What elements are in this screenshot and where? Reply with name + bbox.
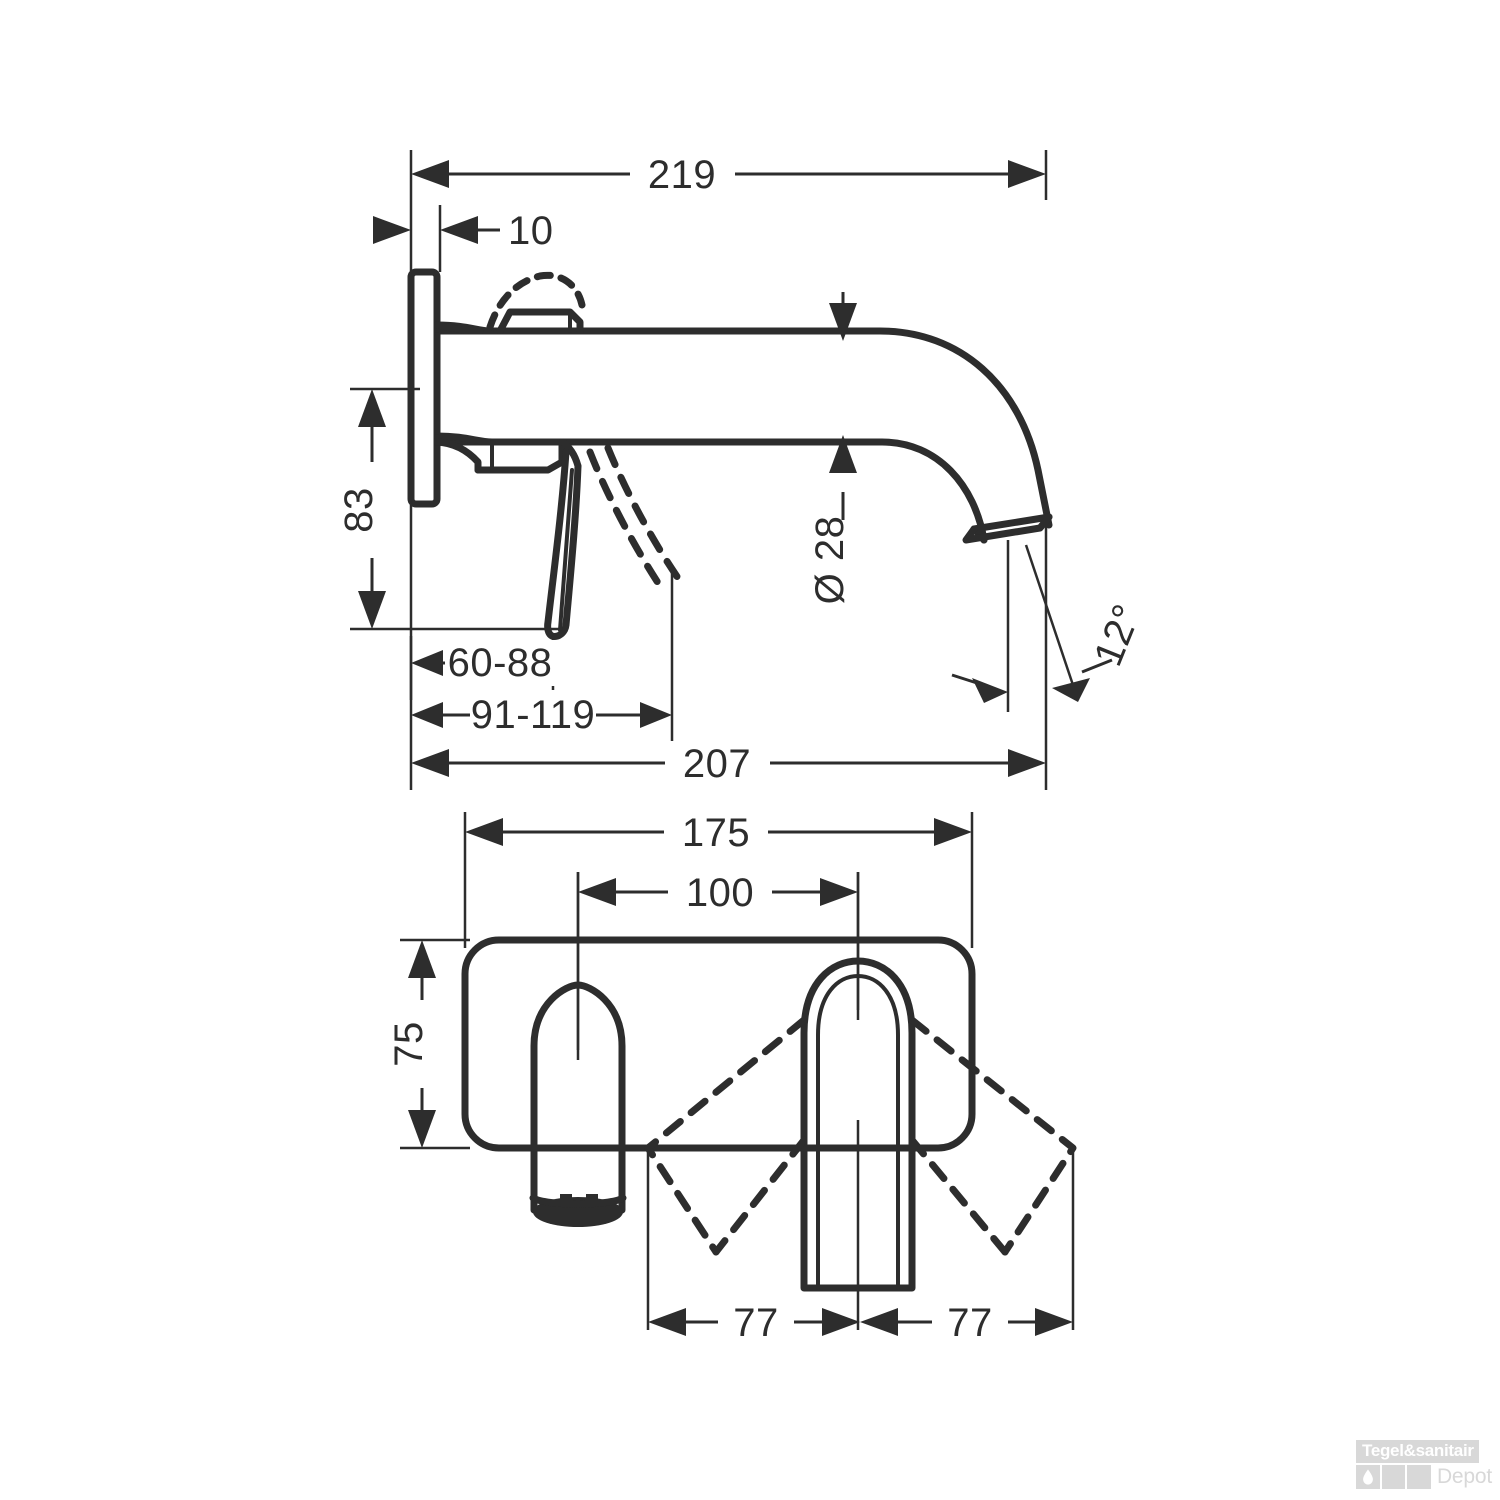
lever-raised-ghost bbox=[486, 271, 586, 331]
water-drop-icon bbox=[1362, 1469, 1373, 1485]
dimension-label-12-degrees: 12° bbox=[1086, 598, 1150, 672]
side-extension-lines bbox=[350, 150, 1048, 790]
wall-plate-side bbox=[407, 268, 441, 508]
faucet-side-geometry bbox=[407, 268, 1053, 640]
watermark-square-3 bbox=[1407, 1464, 1431, 1489]
watermark-bottom-row: Depot bbox=[1356, 1464, 1493, 1489]
handle-swivel-ghost-left-lower bbox=[712, 1136, 808, 1256]
handle-front-inner-edge bbox=[816, 974, 900, 1290]
dimension-label-10: 10 bbox=[508, 209, 554, 253]
dimension-75: 75 bbox=[387, 940, 446, 1148]
dimension-label-219: 219 bbox=[648, 153, 716, 197]
watermark-brand-line2: Depot bbox=[1436, 1464, 1493, 1488]
lever-arm-ghost-outer bbox=[586, 448, 668, 596]
spout-upper-fillet-2 bbox=[433, 321, 484, 335]
dimension-77-left: 77 bbox=[648, 1300, 860, 1345]
handle-base-curve bbox=[433, 438, 482, 474]
lever-arm-ghost-inner bbox=[604, 444, 682, 582]
spout-top-profile bbox=[433, 327, 1053, 529]
handle-front-body bbox=[800, 957, 916, 1292]
dimension-diameter-28: Ø 28 bbox=[808, 292, 857, 604]
dimension-219: 219 bbox=[411, 152, 1046, 197]
spout-outlet-rim bbox=[962, 513, 1053, 544]
watermark-square-2 bbox=[1381, 1464, 1406, 1489]
dimension-label-75: 75 bbox=[387, 1021, 431, 1067]
handle-swivel-ghost-right-lower bbox=[908, 1136, 1009, 1256]
dimension-10: 10 bbox=[373, 209, 554, 253]
dimension-label-175: 175 bbox=[682, 811, 750, 855]
lever-arm-center-edge bbox=[558, 468, 574, 632]
dimension-175: 175 bbox=[465, 810, 972, 855]
dimension-label-77-left: 77 bbox=[733, 1301, 779, 1345]
spout-aerator-lip bbox=[529, 1194, 627, 1208]
dimension-83: 83 bbox=[337, 389, 396, 629]
side-elevation-view: 219 10 83 Ø 28 bbox=[337, 150, 1150, 790]
dimension-label-100: 100 bbox=[686, 871, 754, 915]
dimension-label-91-119: 91-119 bbox=[471, 693, 596, 737]
aerator-slot-right bbox=[586, 1194, 598, 1206]
watermark-logo: Tegel&sanitair Depot bbox=[1356, 1440, 1492, 1492]
dimension-100: 100 bbox=[578, 870, 858, 915]
lever-arm-down bbox=[544, 448, 582, 640]
front-elevation-view: 175 100 75 77 bbox=[387, 810, 1077, 1345]
handle-base-fillet bbox=[433, 432, 496, 446]
dimension-label-77-right: 77 bbox=[947, 1301, 993, 1345]
spout-bottom-profile bbox=[433, 438, 988, 544]
dimension-label-83: 83 bbox=[337, 487, 381, 533]
dimension-207: 207 bbox=[411, 741, 1046, 786]
dimension-60-88: 60-88 bbox=[411, 640, 555, 686]
dimension-label-60-88: 60-88 bbox=[448, 641, 553, 685]
handle-swivel-ghost-right bbox=[908, 1016, 1077, 1256]
watermark-brand-line1: Tegel&sanitair bbox=[1356, 1440, 1479, 1463]
dimension-12-degrees: 12° bbox=[951, 540, 1150, 712]
dimension-77-right: 77 bbox=[860, 1300, 1073, 1345]
faucet-front-geometry bbox=[461, 936, 1077, 1292]
dimension-91-119: 91-119 bbox=[411, 692, 672, 738]
aerator-slot-left bbox=[560, 1194, 572, 1206]
spout-front-body bbox=[530, 981, 626, 1214]
handle-swivel-ghost-left bbox=[644, 1016, 808, 1256]
escutcheon-plate-front bbox=[461, 936, 976, 1152]
front-center-lines bbox=[576, 872, 860, 1330]
dimension-label-diameter-28: Ø 28 bbox=[808, 516, 852, 605]
dimension-label-207: 207 bbox=[683, 742, 751, 786]
watermark-square-drop bbox=[1356, 1464, 1380, 1489]
handle-body-block bbox=[474, 438, 566, 474]
